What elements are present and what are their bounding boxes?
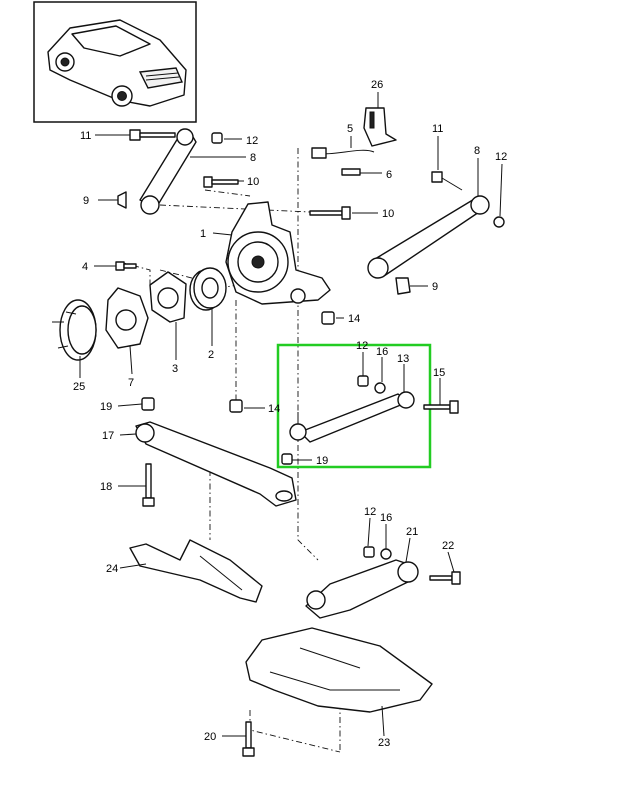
part-nut-12-right <box>493 216 505 228</box>
callout-19: 19 <box>100 401 112 413</box>
callout-6: 6 <box>386 169 392 181</box>
part-bolt-10-middle <box>309 206 351 220</box>
callout-9: 9 <box>83 195 89 207</box>
callout-12: 12 <box>364 506 376 518</box>
part-nut-19-highlight <box>281 453 293 465</box>
part-nut-9-right <box>395 277 411 295</box>
part-lower-arm-17 <box>135 421 297 507</box>
part-bolt-4 <box>115 261 137 271</box>
part-upper-arm-left <box>139 128 197 215</box>
vehicle-inset <box>33 1 197 123</box>
callout-5: 5 <box>347 123 353 135</box>
callout-21: 21 <box>406 526 418 538</box>
part-abs-sensor <box>311 147 375 176</box>
part-bolt-10-upper <box>203 176 239 188</box>
part-bolt-11-right <box>431 171 463 191</box>
part-lower-link-21 <box>305 559 419 619</box>
callout-1: 1 <box>200 228 206 240</box>
part-bracket-26 <box>363 107 397 147</box>
part-backing-plate <box>149 271 187 323</box>
part-nut-9-left <box>117 191 127 209</box>
part-shield-24 <box>129 539 263 603</box>
callout-labels: 11 12 8 9 10 10 1 4 2 3 7 25 14 26 5 6 1… <box>73 79 507 749</box>
callout-15: 15 <box>433 367 445 379</box>
part-underbody-panel-23 <box>245 627 433 713</box>
part-bolt-11-left <box>129 129 176 141</box>
callout-13: 13 <box>397 353 409 365</box>
callout-26: 26 <box>371 79 383 91</box>
callout-19: 19 <box>316 455 328 467</box>
callout-8: 8 <box>250 152 256 164</box>
callout-11: 11 <box>80 130 91 142</box>
callout-11: 11 <box>432 123 443 135</box>
part-nut-12-highlight <box>357 375 369 387</box>
part-bolt-22 <box>429 571 461 585</box>
callout-10: 10 <box>382 208 394 220</box>
leader-lines <box>79 92 503 737</box>
part-hub-flange <box>105 287 149 349</box>
callout-12: 12 <box>495 151 507 163</box>
callout-9: 9 <box>432 281 438 293</box>
callout-4: 4 <box>82 261 88 273</box>
callout-20: 20 <box>204 731 216 743</box>
callout-12: 12 <box>356 340 368 352</box>
callout-2: 2 <box>208 349 214 361</box>
callout-3: 3 <box>172 363 178 375</box>
part-bolt-20 <box>242 721 255 757</box>
callout-25: 25 <box>73 381 85 393</box>
callout-22: 22 <box>442 540 454 552</box>
callout-23: 23 <box>378 737 390 749</box>
part-nut-12-lower <box>363 546 375 558</box>
part-wheel-bearing <box>189 267 227 311</box>
part-nut-12-left <box>211 132 223 144</box>
callout-14: 14 <box>348 313 360 325</box>
part-toe-link-13 <box>289 391 415 443</box>
part-washer-16-highlight <box>374 382 386 394</box>
callout-24: 24 <box>106 563 118 575</box>
callout-8: 8 <box>474 145 480 157</box>
callout-18: 18 <box>100 481 112 493</box>
callout-12: 12 <box>246 135 258 147</box>
car-icon <box>47 19 187 107</box>
part-nut-14-lower <box>229 399 243 413</box>
part-bolt-15 <box>423 400 459 414</box>
part-bolt-18 <box>142 463 155 507</box>
part-upper-arm-right <box>367 195 490 279</box>
callout-16: 16 <box>380 512 392 524</box>
part-washer-16-lower <box>380 548 392 560</box>
callout-7: 7 <box>128 377 134 389</box>
part-wheel-carrier <box>225 201 331 305</box>
callout-14: 14 <box>268 403 280 415</box>
callout-17: 17 <box>102 430 114 442</box>
part-nut-19-left <box>141 397 155 411</box>
part-nut-14-upper <box>321 311 335 325</box>
callout-10: 10 <box>247 176 259 188</box>
part-wheel-hub <box>52 299 97 361</box>
callout-16: 16 <box>376 346 388 358</box>
